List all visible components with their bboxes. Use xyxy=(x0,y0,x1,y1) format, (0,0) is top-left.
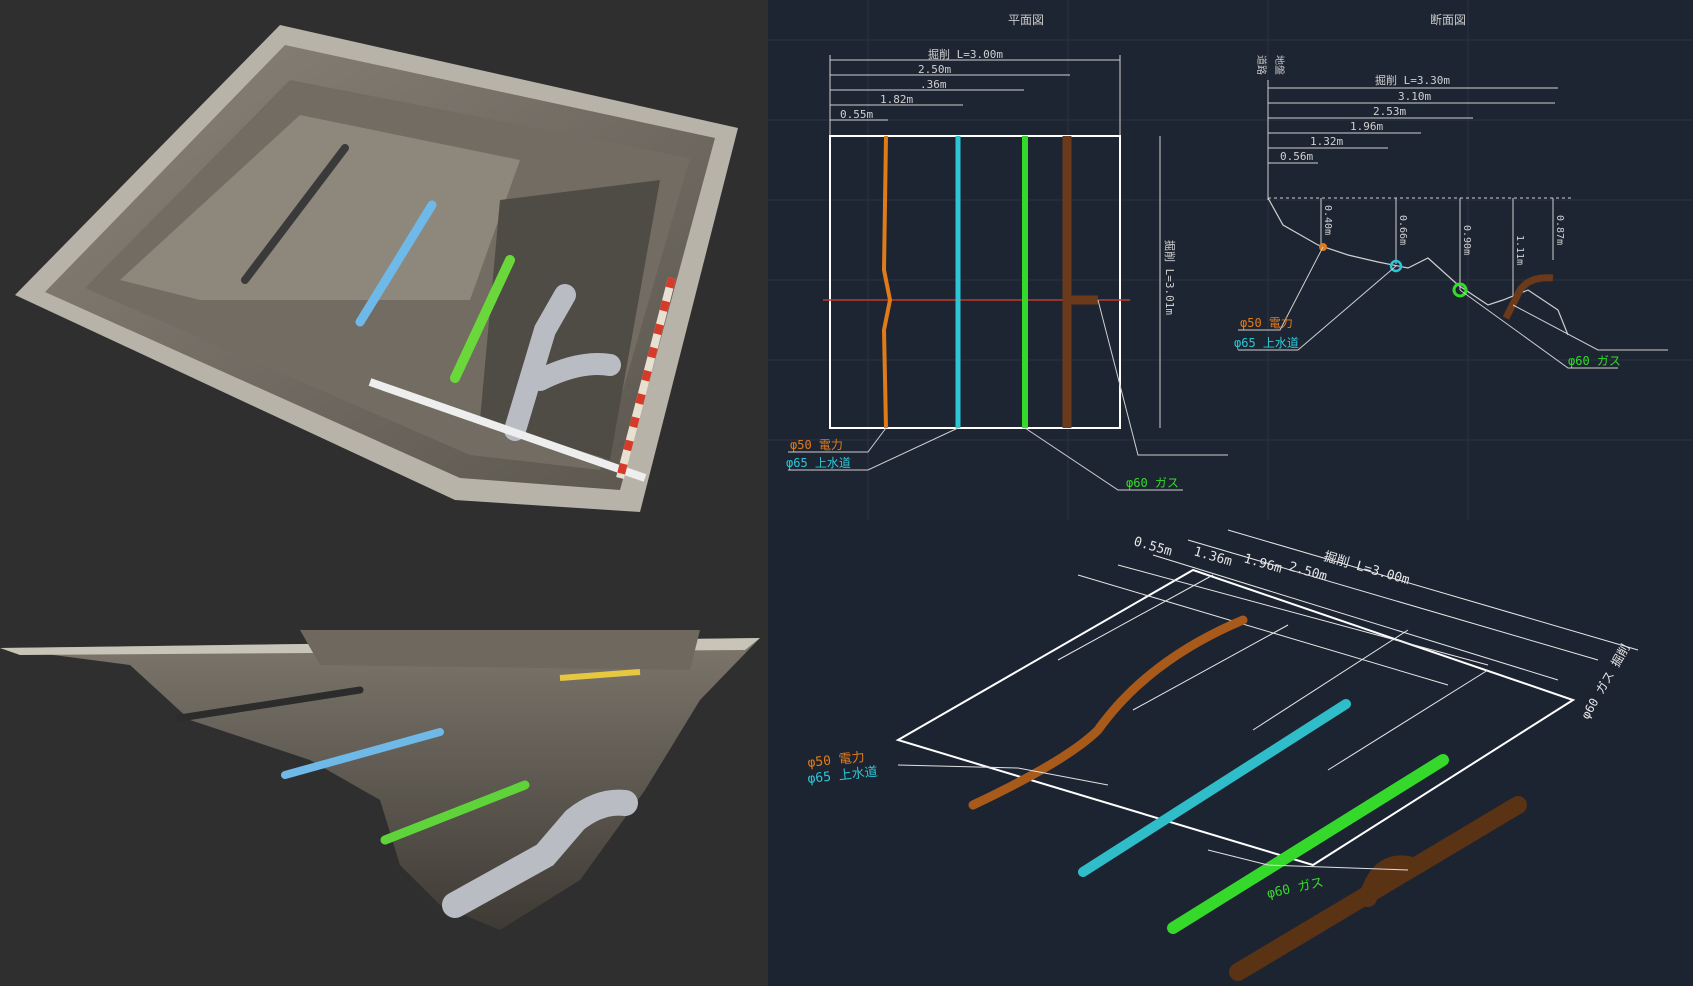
section-dim-4: 1.96m xyxy=(1350,120,1383,133)
plan-label-gas: φ60 ガス xyxy=(1126,476,1179,490)
persp-dim-5: 0.55m xyxy=(1132,534,1174,559)
section-dim-6: 0.56m xyxy=(1280,150,1313,163)
section-depth-4: 1.11m xyxy=(1514,235,1525,265)
cad-2d-drawings: 平面図 掘削 L=3.00m 2.50m .36m 1.82m 0.55m xyxy=(768,0,1693,520)
section-view: 断面図 道路 地盤 掘削 L=3.30m 3.10m 2.53m 1.96m 1… xyxy=(1234,12,1668,369)
pipe-gray xyxy=(504,284,621,441)
persp-label-water: φ65 上水道 xyxy=(807,765,878,787)
section-gas-pipe xyxy=(1452,282,1468,298)
section-depth-5: 0.87m xyxy=(1554,215,1565,245)
persp-label-power: φ50 電力 xyxy=(807,750,866,771)
section-vlabel-1: 道路 xyxy=(1255,55,1268,75)
plan-excavation-outline xyxy=(829,135,1121,429)
photo-model-panel xyxy=(0,0,768,986)
pipe-green xyxy=(450,255,515,383)
section-sewer-pipe xyxy=(1502,274,1554,320)
excavation-3d-models xyxy=(0,25,760,930)
persp-label-gas: φ60 ガス xyxy=(1266,875,1325,902)
persp-gas-pipe xyxy=(1167,754,1449,934)
section-depth-1: 0.40m xyxy=(1322,205,1333,235)
perspective-excavation-outline xyxy=(895,568,1576,867)
section-dim-5: 1.32m xyxy=(1310,135,1343,148)
plan-dim-4: 1.82m xyxy=(880,93,913,106)
plan-view: 平面図 掘削 L=3.00m 2.50m .36m 1.82m 0.55m xyxy=(786,13,1228,491)
cad-3d-perspective: 掘削 L=3.00m 2.50m 1.96m 1.36m 0.55m φ50 電… xyxy=(807,529,1639,981)
section-water-pipe xyxy=(1389,259,1403,273)
plan-dim-3: .36m xyxy=(920,78,947,91)
persp-dim-3: 1.96m xyxy=(1242,551,1284,576)
persp-power-pipe xyxy=(968,615,1248,810)
section-dim-3: 2.53m xyxy=(1373,105,1406,118)
plan-power-pipe xyxy=(881,135,893,429)
cad-3d-panel: 掘削 L=3.00m 2.50m 1.96m 1.36m 0.55m φ50 電… xyxy=(768,520,1693,986)
persp-dim-4: 1.36m xyxy=(1192,544,1234,569)
section-dim-2: 3.10m xyxy=(1398,90,1431,103)
plan-dim-height: 掘削 L=3.01m xyxy=(1163,240,1177,315)
section-view-title: 断面図 xyxy=(1430,12,1466,27)
plan-label-water: φ65 上水道 xyxy=(786,456,851,470)
excavation-side-model xyxy=(0,630,760,930)
section-label-water: φ65 上水道 xyxy=(1234,336,1299,350)
persp-sewer-pipe xyxy=(1229,796,1527,981)
section-dim-total: 掘削 L=3.30m xyxy=(1375,73,1450,87)
plan-dim-2: 2.50m xyxy=(918,63,951,76)
pipe-dark xyxy=(241,144,349,284)
section-depth-3: 0.90m xyxy=(1461,225,1472,255)
section-vlabel-2: 地盤 xyxy=(1273,55,1286,75)
plan-sewer-pipe xyxy=(1062,136,1098,428)
section-label-gas: φ60 ガス xyxy=(1568,354,1621,368)
section-depth-2: 0.66m xyxy=(1397,215,1408,245)
plan-label-power: φ50 電力 xyxy=(790,438,843,452)
pipe-blue xyxy=(355,200,437,327)
plan-dim-total: 掘削 L=3.00m xyxy=(928,47,1003,61)
persp-dim-total: 掘削 L=3.00m xyxy=(1322,549,1411,588)
plan-view-title: 平面図 xyxy=(1008,13,1044,27)
cad-drawings-panel: 平面図 掘削 L=3.00m 2.50m .36m 1.82m 0.55m xyxy=(768,0,1693,520)
persp-water-pipe xyxy=(1078,699,1351,877)
excavation-top-model xyxy=(15,25,738,512)
persp-label-side: φ60 ガス 掘削 xyxy=(1578,641,1633,721)
plan-dim-5: 0.55m xyxy=(840,108,873,121)
section-ground-profile xyxy=(1267,197,1569,336)
section-label-power: φ50 電力 xyxy=(1240,316,1293,330)
measuring-staff xyxy=(368,378,647,482)
